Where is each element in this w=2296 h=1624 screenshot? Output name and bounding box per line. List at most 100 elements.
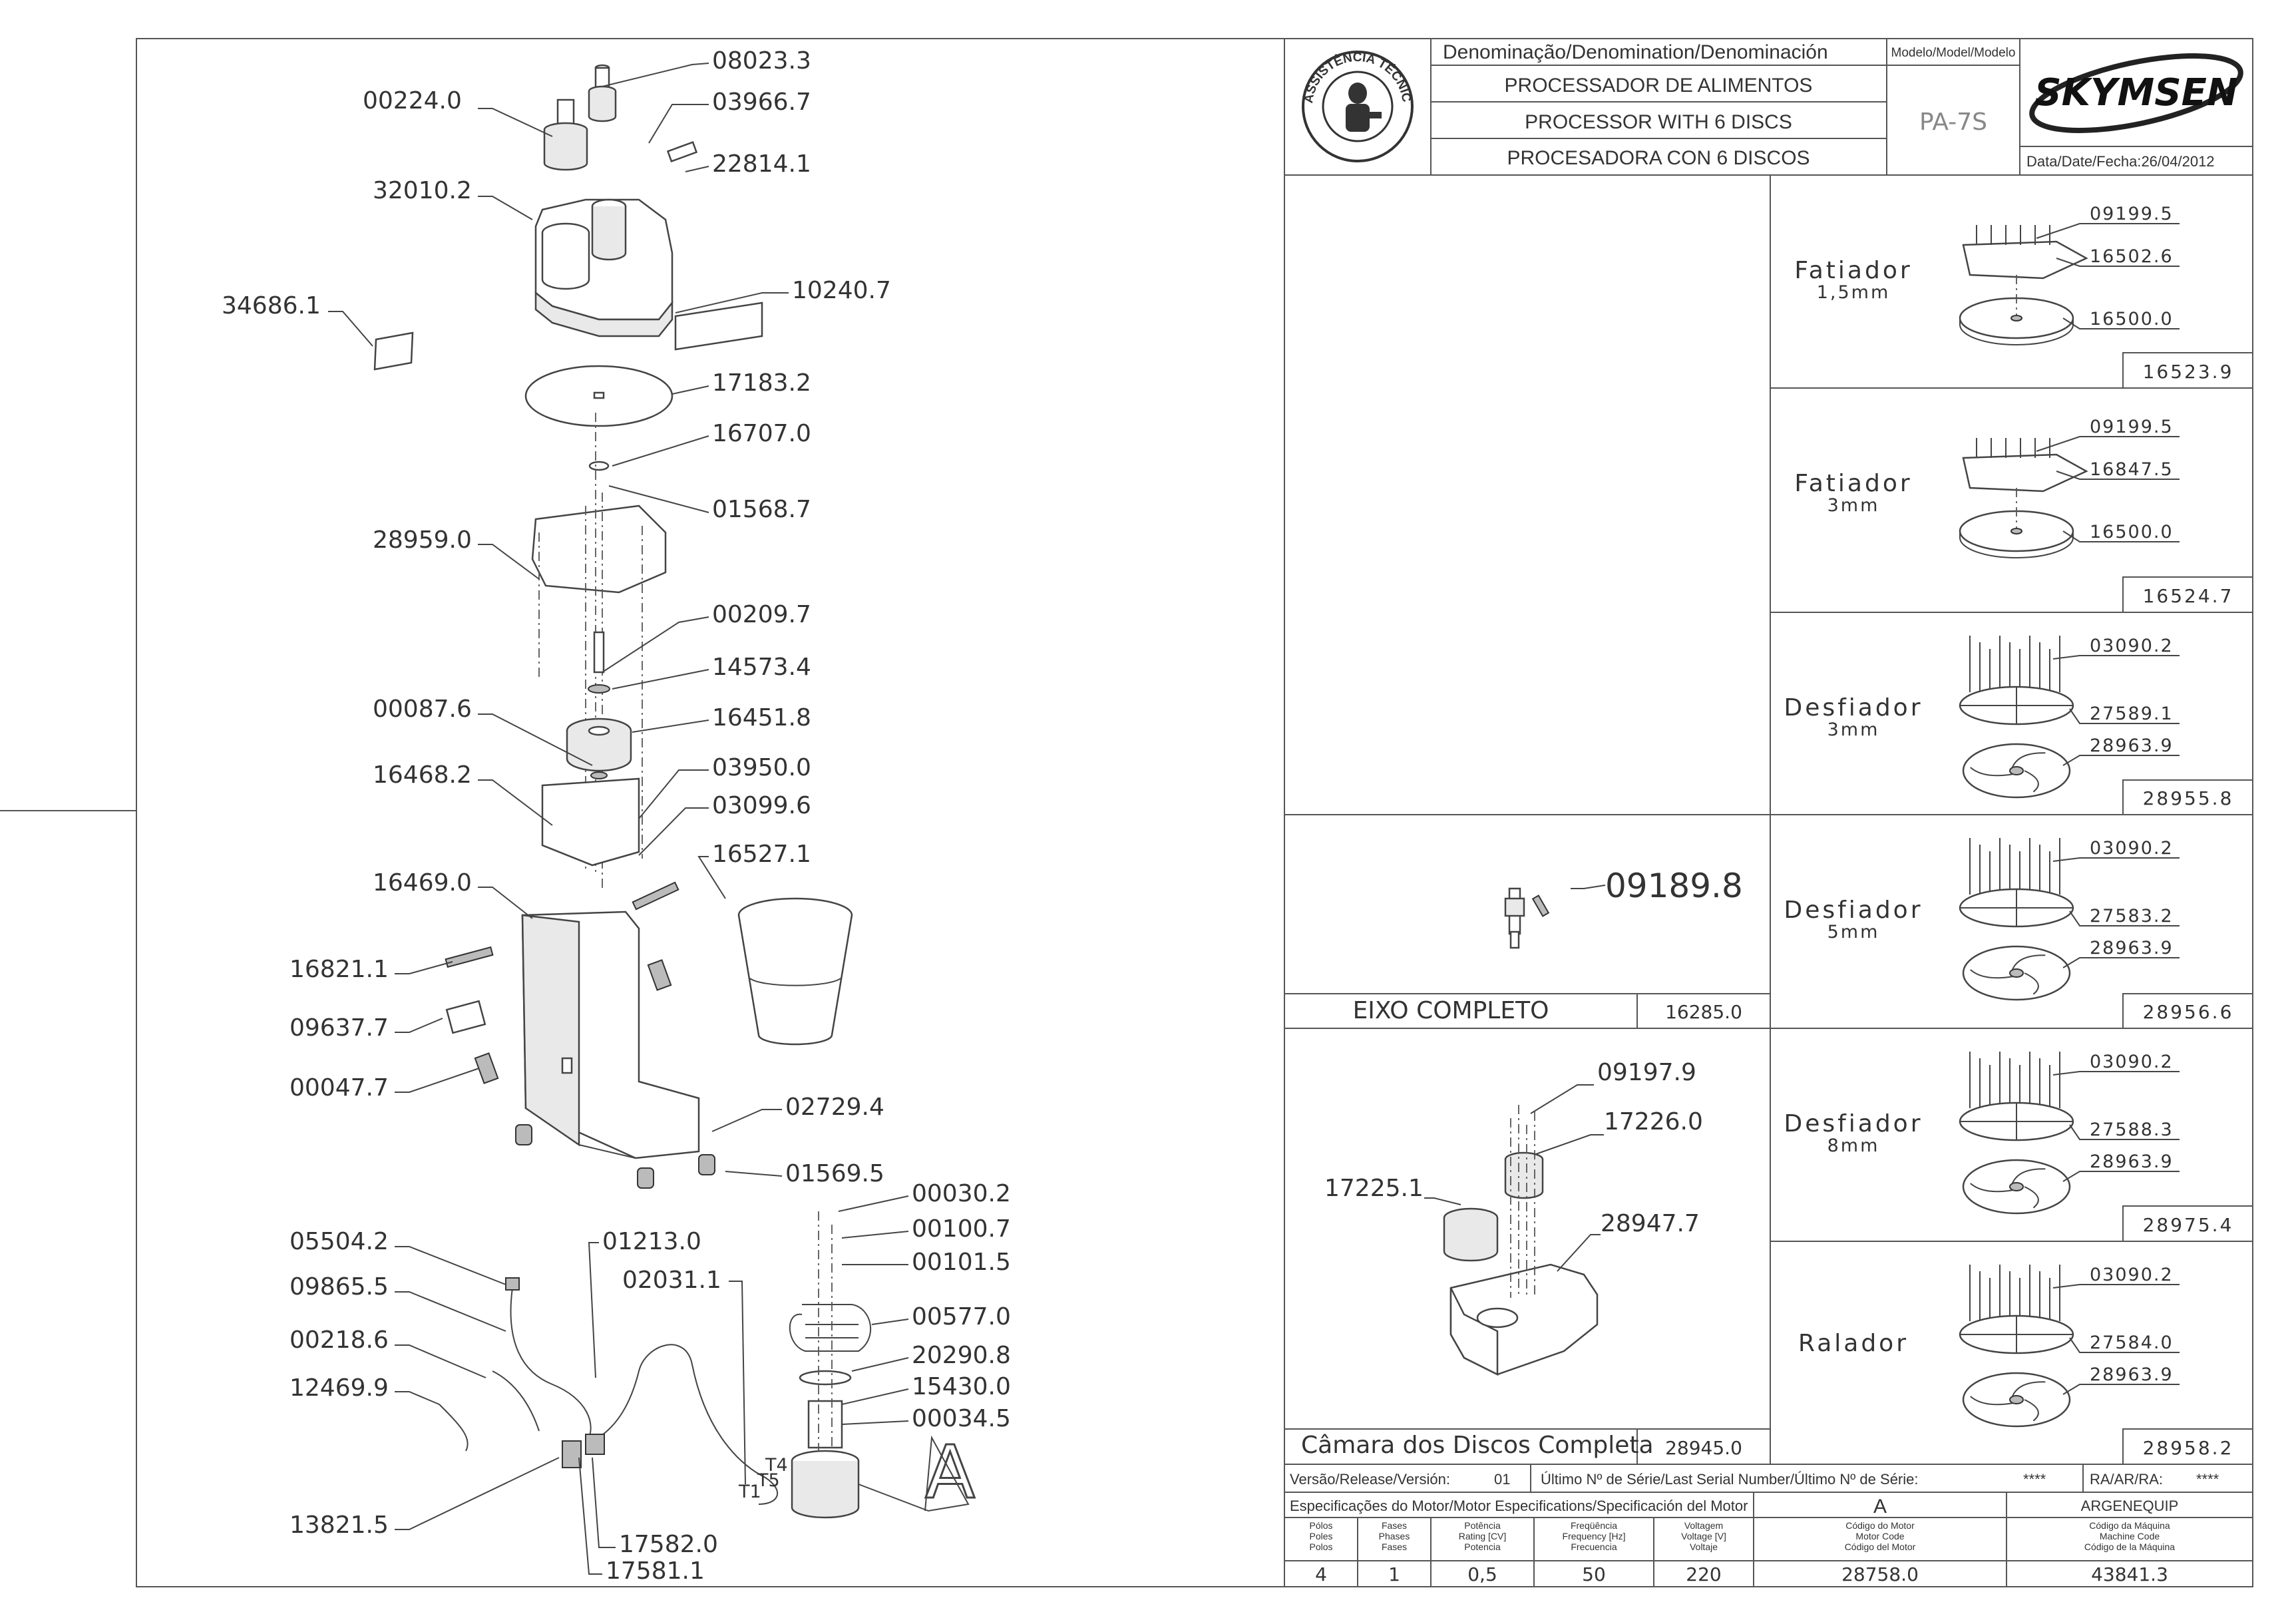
part-number: 14573.4 [712, 654, 811, 681]
ring-part [588, 461, 610, 471]
version-label: Versão/Release/Versión: [1290, 1471, 1450, 1488]
disc-code: 28955.8 [2143, 787, 2234, 809]
disc-part-number: 27588.3 [2090, 1119, 2174, 1140]
part-number: 28959.0 [373, 526, 472, 554]
model-value: PA-7S [1919, 108, 1987, 136]
spec-value: 50 [1582, 1563, 1606, 1585]
disc-part-callout: 27584.0 [2069, 1332, 2180, 1353]
disc-part-number: 16502.6 [2090, 246, 2174, 267]
part-callout: 17183.2 [671, 369, 811, 397]
disc-part-callout: 03090.2 [2052, 636, 2180, 660]
part-callout: 10240.7 [675, 277, 891, 313]
part-number: 00047.7 [289, 1074, 389, 1102]
exploded-view: A T4 T5 T1 [373, 64, 976, 1519]
spec-value: 1 [1388, 1563, 1400, 1585]
disc-part-number: 27584.0 [2090, 1332, 2174, 1353]
spec-column-label: Voltaje [1690, 1541, 1718, 1552]
part-callout: 34686.1 [222, 292, 373, 347]
disc-size: 3mm [1827, 719, 1880, 740]
part-number: 15430.0 [912, 1373, 1011, 1400]
disc-panels: Fatiador1,5mm16523.909199.516502.616500.… [1784, 204, 2234, 1459]
part-number: 03099.6 [712, 792, 811, 819]
disc-part-callout: 03090.2 [2052, 838, 2180, 862]
part-callout: 02729.4 [711, 1094, 884, 1132]
spec-column-label: Frecuencia [1571, 1541, 1617, 1552]
part-callout: 16451.8 [632, 704, 811, 733]
chamber-part-09197-9: 09197.9 [1597, 1059, 1696, 1086]
part-number: 01568.7 [712, 496, 811, 523]
part-number: 16821.1 [289, 956, 389, 983]
disc-name: Ralador [1798, 1330, 1909, 1357]
spec-column-label: Código do Motor [1845, 1520, 1915, 1531]
disc-part-number: 28963.9 [2090, 938, 2174, 958]
release-row: Versão/Release/Versión: 01 Último Nº de … [1284, 1464, 2253, 1493]
part-number: 17582.0 [619, 1531, 718, 1558]
disc-part-number: 09199.5 [2090, 417, 2174, 437]
section-a-label: A [1873, 1496, 1887, 1518]
disc-name: Desfiador [1784, 694, 1923, 721]
section-b-label: ARGENEQUIP [2081, 1498, 2179, 1514]
bracket-part [541, 777, 640, 867]
part-callout: 09865.5 [289, 1273, 506, 1332]
shaft-code: 16285.0 [1665, 1001, 1742, 1023]
part-callout: 16821.1 [289, 956, 453, 983]
spec-column-label: Voltagem [1684, 1520, 1723, 1531]
skymsen-logo-icon: SKYMSEN [2029, 53, 2243, 133]
part-number: 22814.1 [712, 150, 811, 178]
clip-parts [445, 881, 679, 1084]
part-callout: 00047.7 [289, 1068, 480, 1102]
disc-part-number: 28963.9 [2090, 735, 2174, 756]
terminal-t4: T4 [765, 1455, 788, 1476]
part-number: 17581.1 [606, 1557, 705, 1585]
chamber-part-28947-7: 28947.7 [1601, 1210, 1700, 1237]
part-callout: 22814.1 [685, 150, 811, 178]
chamber-part-17225-1: 17225.1 [1324, 1175, 1424, 1202]
terminal-t1: T1 [738, 1482, 761, 1502]
disc-part-number: 03090.2 [2090, 1265, 2174, 1285]
part-number: 16468.2 [373, 761, 472, 789]
disc-name: Fatiador [1794, 257, 1912, 284]
authorized-service-seal: ASSISTÊNCIA TÉCNICA AUTORIZADA [0, 0, 1414, 162]
disc-part-callout: 27588.3 [2069, 1119, 2180, 1140]
spec-column-label: Fases [1382, 1520, 1407, 1531]
part-number: 12469.9 [289, 1374, 389, 1402]
denomination-header: Denominação/Denomination/Denominación [1443, 41, 1828, 63]
pusher-part [588, 64, 617, 122]
disc-part-callout: 27589.1 [2069, 704, 2180, 724]
spec-column-label: Potencia [1464, 1541, 1501, 1552]
disc-code: 28975.4 [2143, 1214, 2234, 1236]
disc-size: 3mm [1827, 495, 1880, 516]
part-number: 13821.5 [289, 1512, 389, 1539]
disc-drawing [1959, 225, 2088, 345]
disc-code: 28958.2 [2143, 1437, 2234, 1459]
part-callout: 03950.0 [638, 754, 811, 819]
disc-name: Desfiador [1784, 1110, 1923, 1137]
disc-part-callout: 16847.5 [2056, 459, 2180, 480]
bowl-part [737, 897, 853, 1046]
spec-value: 220 [1686, 1563, 1721, 1585]
foot-parts [515, 1124, 715, 1189]
disc-part-number: 03090.2 [2090, 838, 2174, 859]
spec-column-label: Voltage [V] [1681, 1531, 1726, 1541]
part-callout: 00034.5 [841, 1405, 1011, 1432]
disc-drawing [1959, 1265, 2074, 1428]
chamber-panel: 09197.9 17226.0 17225.1 28947.7 Câmara d… [1301, 1059, 1742, 1459]
motor-detail-mark: A [858, 1429, 976, 1516]
spec-column-label: Polos [1309, 1541, 1332, 1552]
disc-part-number: 09199.5 [2090, 204, 2174, 224]
part-callout: 00101.5 [842, 1249, 1011, 1276]
chamber-drawing [1443, 1105, 1599, 1376]
part-callout: 16527.1 [697, 841, 811, 899]
part-callout: 15430.0 [841, 1373, 1011, 1405]
spec-column-label: Frequency [Hz] [1563, 1531, 1626, 1541]
part-number: 02729.4 [785, 1094, 884, 1121]
part-callout: 01213.0 [588, 1228, 701, 1378]
part-callout: 32010.2 [373, 177, 533, 220]
spec-value: 43841.3 [2091, 1563, 2168, 1585]
panel-grid [1284, 175, 2253, 1587]
disc-size: 8mm [1827, 1135, 1880, 1156]
part-callout: 00087.6 [373, 696, 593, 766]
spec-column-label: Pólos [1309, 1520, 1332, 1531]
